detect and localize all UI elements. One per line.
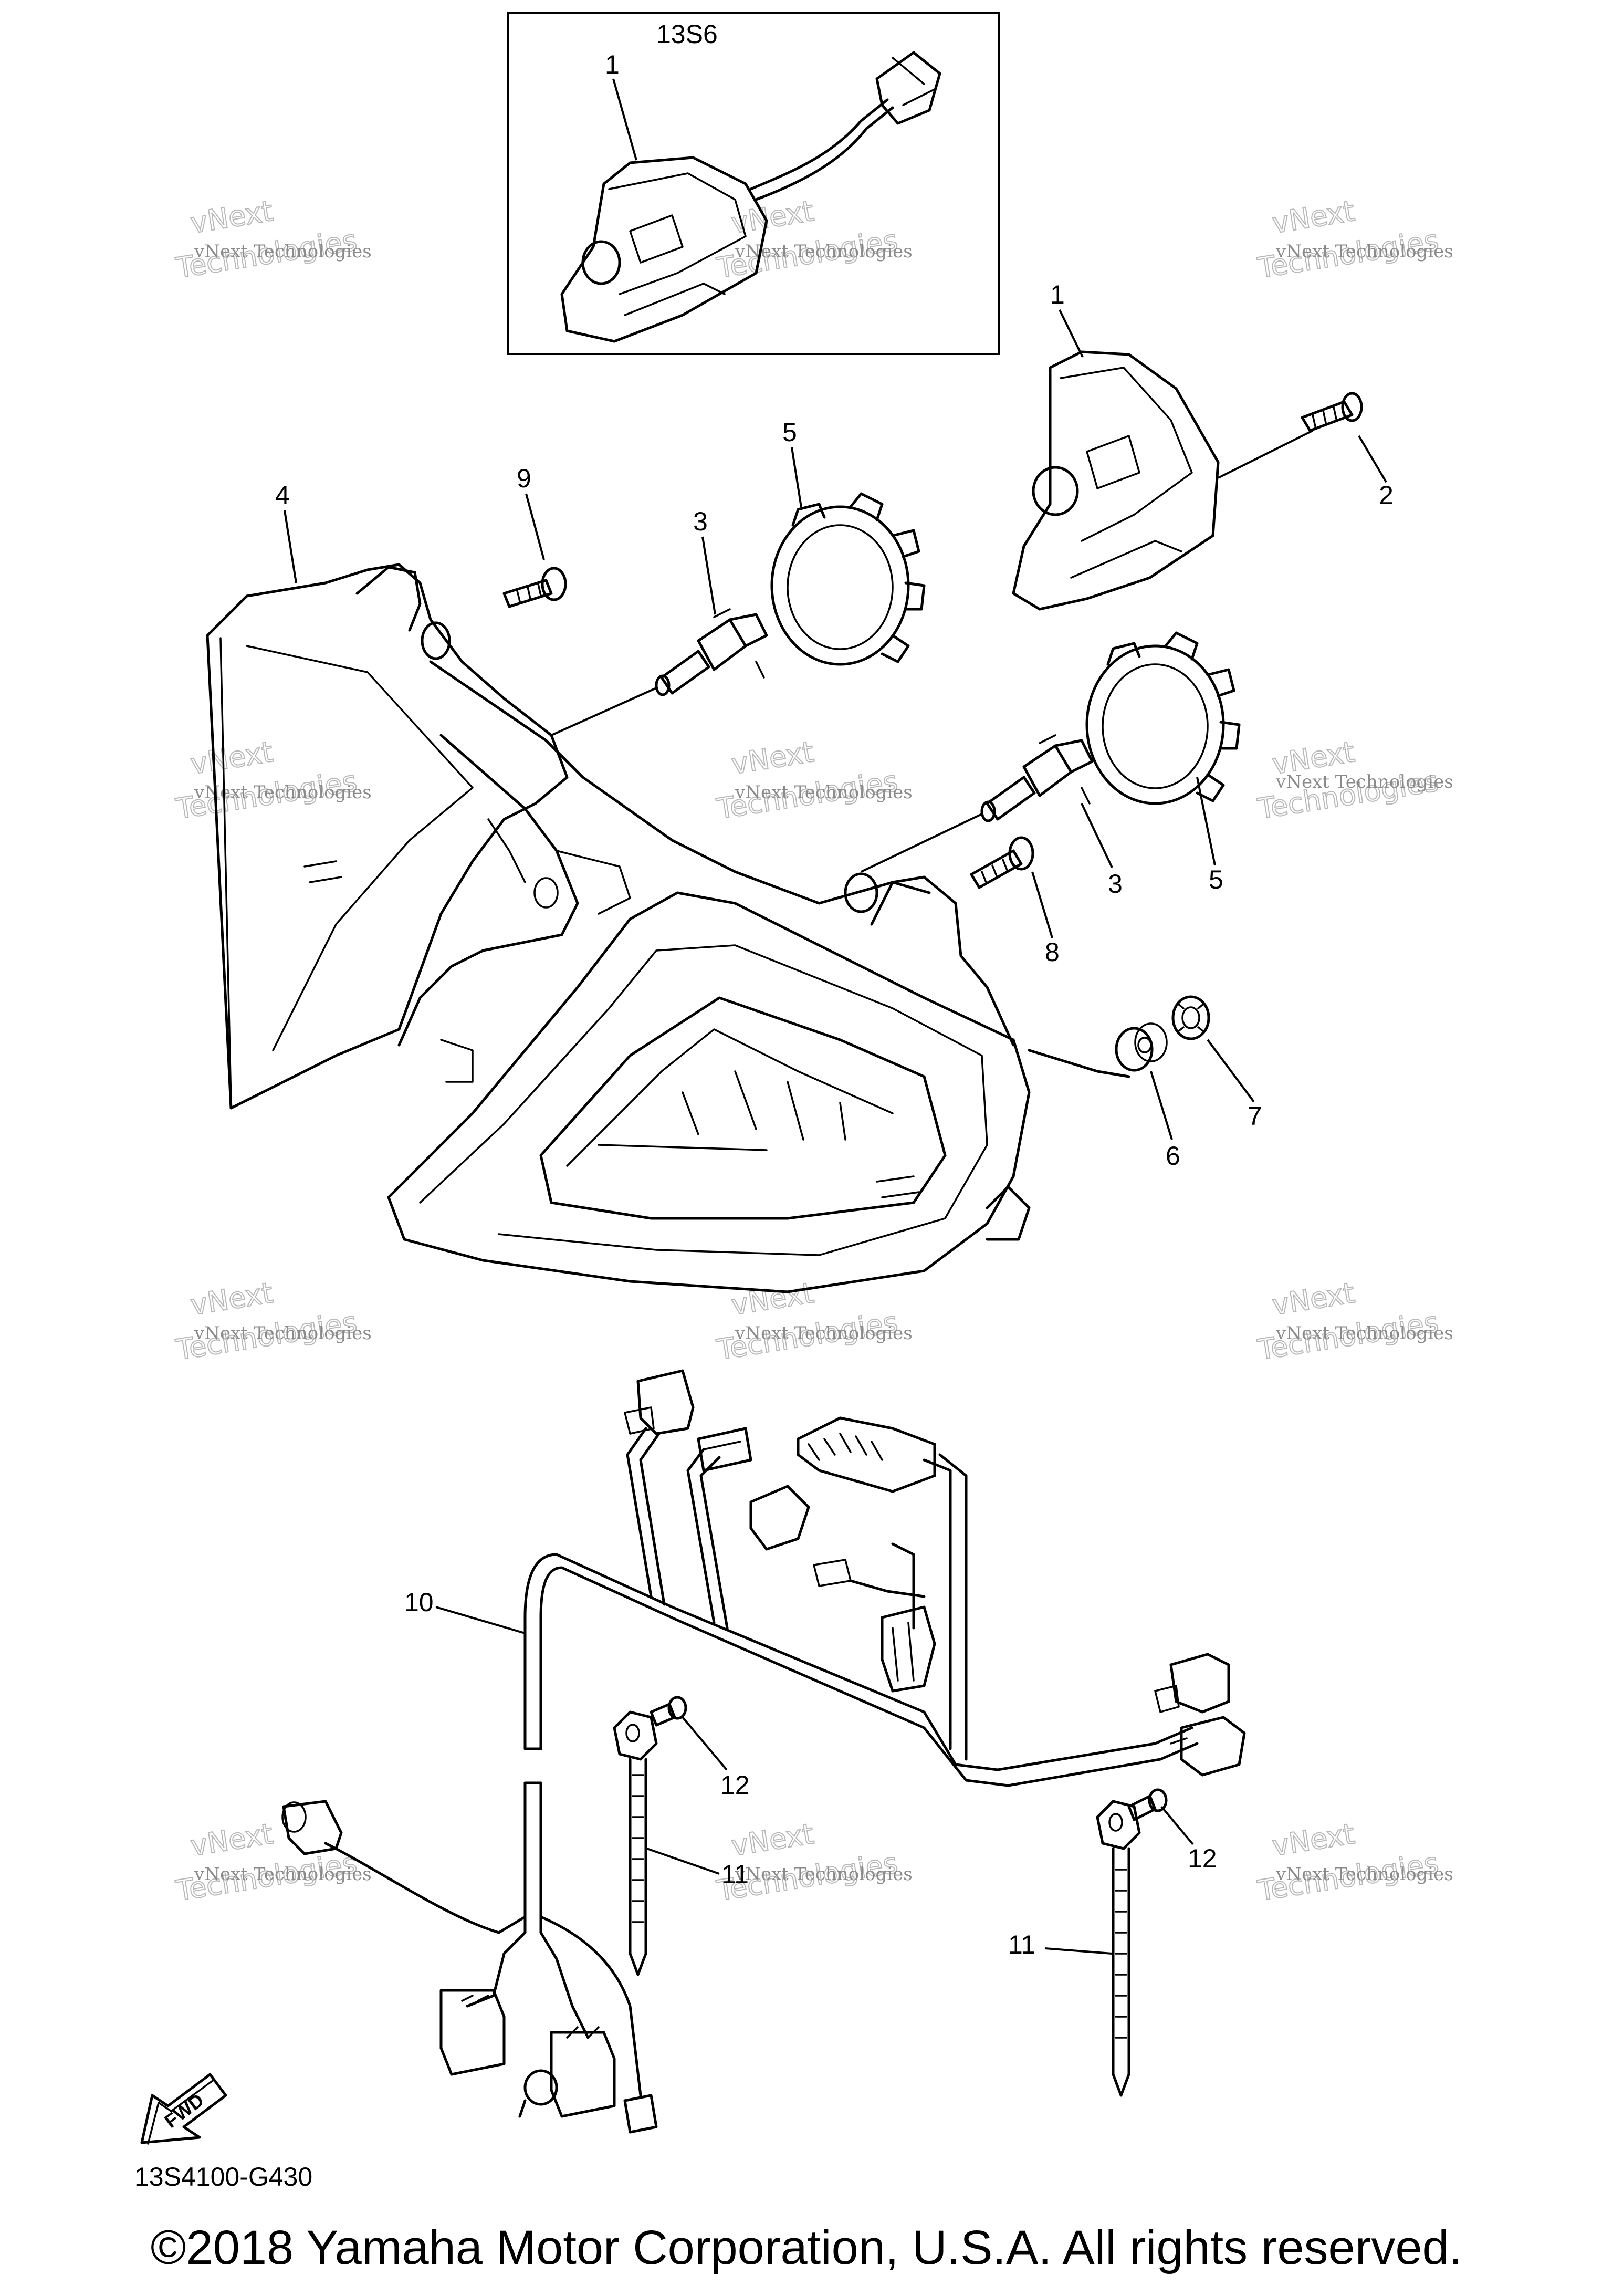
callout-5a: 5 [782, 418, 797, 447]
callout-7: 7 [1248, 1101, 1262, 1131]
watermark: Technologies vNext [173, 735, 360, 826]
bulb-3-lower [861, 734, 1094, 873]
watermark: Technologies vNext [173, 194, 360, 285]
headlight-assembly [206, 563, 1130, 1293]
copyright-footer: ©2018 Yamaha Motor Corporation, U.S.A. A… [150, 2221, 1463, 2274]
callout-1-inset: 1 [605, 50, 620, 79]
socket-cover-5-lower [1085, 631, 1241, 805]
watermark-text: vNext Technologies [194, 241, 372, 262]
watermark-text: vNext Technologies [194, 782, 372, 803]
svg-text:vNext: vNext [188, 735, 276, 781]
screw-9 [502, 567, 567, 608]
watermark: Technologies vNext [1255, 194, 1441, 285]
svg-text:vNext: vNext [1270, 1276, 1357, 1322]
wire-harness: 10 [281, 1369, 1246, 2134]
watermark: Technologies vNext [714, 1817, 900, 1908]
callout-3b: 3 [1108, 869, 1123, 899]
inset-frame [507, 12, 1000, 355]
watermark-text: vNext Technologies [194, 1864, 372, 1885]
callout-6: 6 [1166, 1141, 1180, 1171]
watermark: Technologies vNext [173, 1276, 360, 1367]
headlight-cover-inset [560, 51, 941, 343]
callout-9: 9 [517, 464, 531, 493]
band-tie-11-left [613, 1710, 658, 1976]
callouts-upper: 1 2 3 4 5 9 3 5 8 6 7 [275, 280, 1394, 1171]
svg-text:vNext: vNext [729, 194, 816, 240]
svg-text:vNext: vNext [729, 1276, 816, 1322]
grommet-6 [1115, 1022, 1168, 1072]
watermark: Technologies vNext [173, 1817, 360, 1908]
watermark-text: vNext Technologies [735, 1323, 913, 1344]
svg-text:vNext: vNext [188, 194, 276, 240]
watermark-text: vNext Technologies [735, 1864, 913, 1885]
lock-washer-7 [1171, 995, 1210, 1040]
callout-12b: 12 [1188, 1844, 1217, 1873]
watermark-text: vNext Technologies [1275, 1323, 1453, 1344]
callout-4: 4 [275, 481, 290, 510]
bulb-3-upper [551, 608, 768, 736]
watermark: Technologies vNext [1255, 1817, 1441, 1908]
band-tie-11-right [1096, 1800, 1141, 2097]
watermark-text: vNext Technologies [1275, 771, 1453, 792]
watermark: Technologies vNext [714, 194, 900, 285]
svg-text:vNext: vNext [729, 1817, 816, 1863]
callout-1: 1 [1050, 280, 1065, 309]
inset-label: 13S6 [656, 19, 718, 49]
watermark-text: vNext Technologies [1275, 241, 1453, 262]
callout-2: 2 [1379, 481, 1394, 510]
screw-12-right [1127, 1788, 1168, 1821]
svg-text:vNext: vNext [188, 1276, 276, 1322]
watermark-text: vNext Technologies [194, 1323, 372, 1344]
diagram-code: 13S4100-G430 [134, 2162, 312, 2191]
svg-text:vNext: vNext [1270, 1817, 1357, 1863]
callout-12a: 12 [720, 1770, 750, 1800]
screw-12-left [650, 1696, 687, 1727]
inset-panel: 13S6 1 [507, 12, 1000, 355]
callout-11b: 11 [1008, 1930, 1035, 1959]
callout-11a: 11 [721, 1860, 749, 1889]
screw-8 [970, 836, 1034, 889]
callout-3a: 3 [693, 507, 708, 536]
svg-text:vNext: vNext [1270, 194, 1357, 240]
svg-text:vNext: vNext [729, 735, 816, 781]
watermark-text: vNext Technologies [735, 782, 913, 803]
socket-cover-5-upper [770, 492, 926, 666]
callout-8: 8 [1045, 937, 1060, 967]
svg-text:vNext: vNext [188, 1817, 276, 1863]
watermark: Technologies vNext [1255, 1276, 1441, 1367]
callout-5b: 5 [1209, 865, 1223, 894]
watermark-text: vNext Technologies [735, 241, 913, 262]
callout-10: 10 [404, 1588, 434, 1617]
fwd-arrow-icon: FWD [140, 2073, 227, 2145]
watermark-text: vNext Technologies [1275, 1864, 1453, 1885]
headlight-cover [1012, 350, 1313, 611]
screw-2 [1301, 392, 1363, 432]
watermark: Technologies vNext [714, 735, 900, 826]
